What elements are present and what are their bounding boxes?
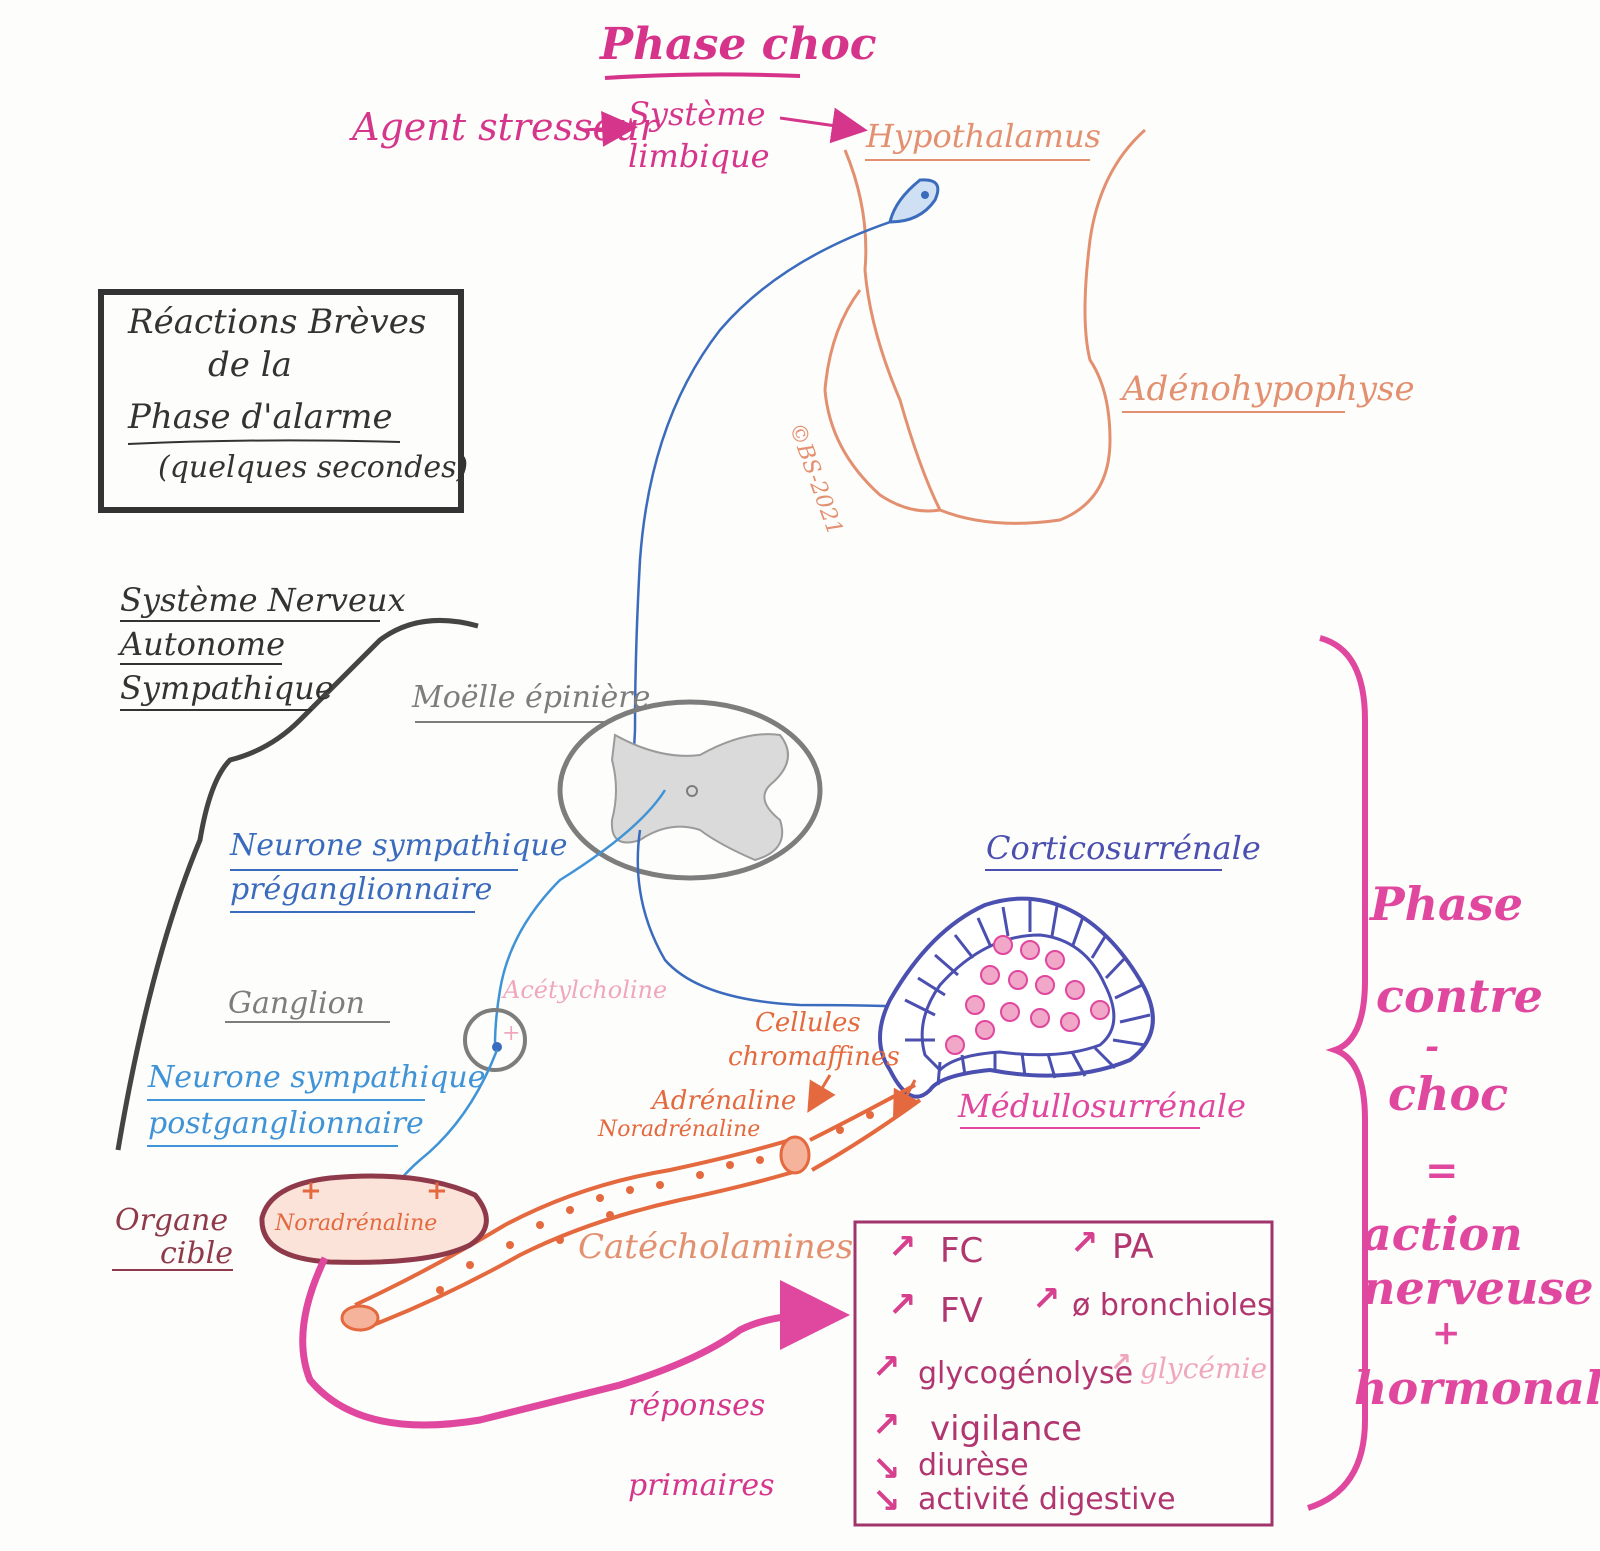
response-glycogenolyse: glycogénolyse [918,1356,1134,1391]
up-arrow-icon: ↗ [1070,1223,1099,1263]
medullo-label: Médullosurrénale [958,1087,1246,1125]
side-note-nerveuse: nerveuse [1362,1261,1594,1315]
neurone-pre-line2: préganglionnaire [230,872,493,907]
side-note-equals: = [1425,1147,1459,1194]
organe-line2: cible [160,1236,233,1271]
ganglion-label: Ganglion [228,986,365,1021]
up-arrow-icon: ↗ [1110,1348,1132,1378]
hypothalamic-neuron-nucleus [921,191,929,199]
side-note-phase: Phase [1370,877,1524,931]
response-glycemie: glycémie [1140,1352,1268,1385]
noradrenaline-organ-label: Noradrénaline [275,1211,438,1236]
organ-outline [259,1173,489,1265]
vessel-upper [354,1138,791,1307]
hypophysis-lobe [823,289,941,513]
box-title-line1: Réactions Brèves [128,302,427,342]
cellules-line2: chromaffines [728,1042,900,1072]
response-fc: FC [940,1231,984,1271]
limbic-label-1: Système [628,95,766,133]
arrow-agent-limbic [581,110,638,147]
box-title-line4: (quelques secondes) [158,450,469,485]
ganglion-plus-sign: + [502,1021,521,1046]
descending-axon [621,220,891,803]
catecholamines-label: Catécholamines [578,1227,854,1267]
corticosurrenale-label: Corticosurrénale [986,829,1261,867]
arrow-limbic-hypothalamus [779,107,868,144]
up-arrow-icon: ↗ [888,1227,917,1267]
page-title: Phase choc [600,19,877,70]
reponses-line1: réponses [628,1388,766,1423]
arrow-cells [807,1074,836,1113]
vessel-end-right [779,1135,811,1175]
response-box-frame [853,1220,1274,1527]
side-note-plus: + [1432,1313,1461,1353]
response-vigilance: vigilance [930,1409,1083,1449]
side-note-dash: - [1425,1027,1440,1067]
adrenal-cortex-stripes [904,900,1151,1086]
chromaffin-cells [945,935,1110,1055]
organe-line1: Organe [115,1203,229,1238]
organ-plus-sign-1: + [300,1176,322,1206]
right-brace [1307,635,1368,1511]
hypophysis-outline [843,128,1146,525]
arrow-medulla-vessel [892,1079,921,1122]
response-bronchioles: ø bronchioles [1072,1288,1273,1323]
side-note-action: action [1362,1207,1523,1261]
hypothalamus-label: Hypothalamus [866,117,1101,155]
neurone-pre-line1: Neurone sympathique [230,828,568,863]
organ-plus-sign-2: + [426,1176,448,1206]
sna-line2: Autonome [120,625,285,663]
moelle-label: Moëlle épinière [412,680,651,715]
up-arrow-icon: ↗ [872,1405,901,1445]
neurone-post-line1: Neurone sympathique [148,1060,486,1095]
vessel-lower [359,1168,801,1332]
noradrenaline-vessel-label: Noradrénaline [598,1117,761,1142]
acetylcholine-label: Acétylcholine [503,976,668,1004]
limbic-label-2: limbique [628,137,770,175]
side-note-choc: choc [1388,1067,1509,1121]
up-arrow-icon: ↗ [888,1285,917,1325]
title-underline [604,72,801,80]
sna-line3: Sympathique [120,669,334,707]
adrenal-medulla [920,933,1116,1073]
vessel-end-left [340,1304,380,1332]
response-pa: PA [1112,1227,1154,1267]
up-arrow-icon: ↗ [1032,1279,1061,1319]
up-arrow-icon: ↗ [872,1347,901,1387]
ganglion-circle [463,1008,527,1072]
vessel-droplets [436,1111,874,1294]
response-diurese: diurèse [918,1448,1029,1483]
response-fv: FV [940,1291,983,1331]
reponses-line2: primaires [628,1468,775,1503]
central-canal [686,785,698,797]
spinal-cord-outer [557,699,823,881]
neurone-post-line2: postganglionnaire [148,1106,424,1141]
box-title-line3: Phase d'alarme [128,397,393,437]
agent-stresseur-label: Agent stresseur [352,105,658,149]
down-arrow-icon: ↘ [872,1449,901,1489]
ganglion-synapse [492,1042,502,1052]
side-note-contre: contre [1376,969,1543,1023]
box-title-line2: de la [208,345,292,385]
response-arrow [299,1256,850,1429]
title-box-underline [127,439,401,445]
response-digestive: activité digestive [918,1482,1176,1517]
down-arrow-icon: ↘ [872,1481,901,1521]
cellules-line1: Cellules [755,1008,861,1038]
adrenaline-label: Adrénaline [652,1086,797,1116]
hypothalamic-neuron-body [888,178,940,224]
sna-curve [115,617,479,1151]
adenohypophyse-label: Adénohypophyse [1122,369,1415,409]
side-note-hormonale: hormonale [1354,1361,1600,1415]
title-box-frame [98,289,464,513]
sna-line1: Système Nerveux [120,581,406,619]
